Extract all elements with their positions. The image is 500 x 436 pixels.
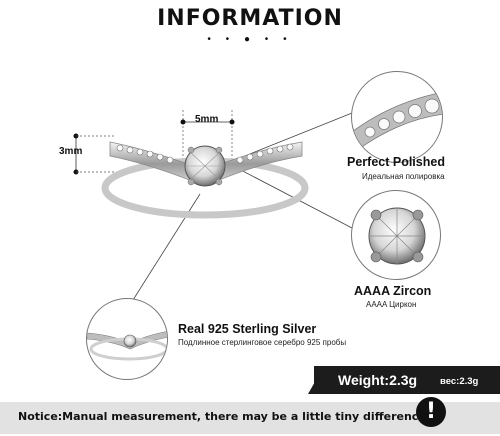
title-dots-divider: • • ● • • (207, 34, 293, 45)
polish-subtitle: Идеальная полировка (362, 172, 445, 181)
polish-title: Perfect Polished (347, 155, 445, 169)
polished-band-closeup (352, 92, 442, 155)
silver-subtitle: Подлинное стерлинговое серебро 925 пробы (178, 338, 347, 347)
weight-label-ru: вес:2.3g (440, 376, 479, 387)
zircon-title: AAAA Zircon (354, 284, 432, 298)
height-dimension-label: 3mm (59, 146, 83, 157)
silver-title: Real 925 Sterling Silver (178, 322, 317, 336)
zircon-detail-circle (351, 190, 441, 280)
polish-detail-circle (351, 71, 443, 163)
weight-label: Weight:2.3g (338, 372, 418, 388)
zircon-subtitle: AAAA Циркон (366, 300, 417, 309)
page-title: INFORMATION (157, 6, 343, 31)
width-dimension-label: 5mm (195, 114, 219, 125)
weight-bar (314, 366, 500, 394)
zircon-closeup (368, 207, 426, 265)
ring-side-view (87, 331, 167, 361)
weight-bar-arrow-tip (308, 366, 324, 394)
silver-detail-circle (86, 298, 168, 380)
notice-text: Notice:Manual measurement, there may be … (18, 410, 430, 423)
exclamation-icon: ! (416, 397, 446, 427)
